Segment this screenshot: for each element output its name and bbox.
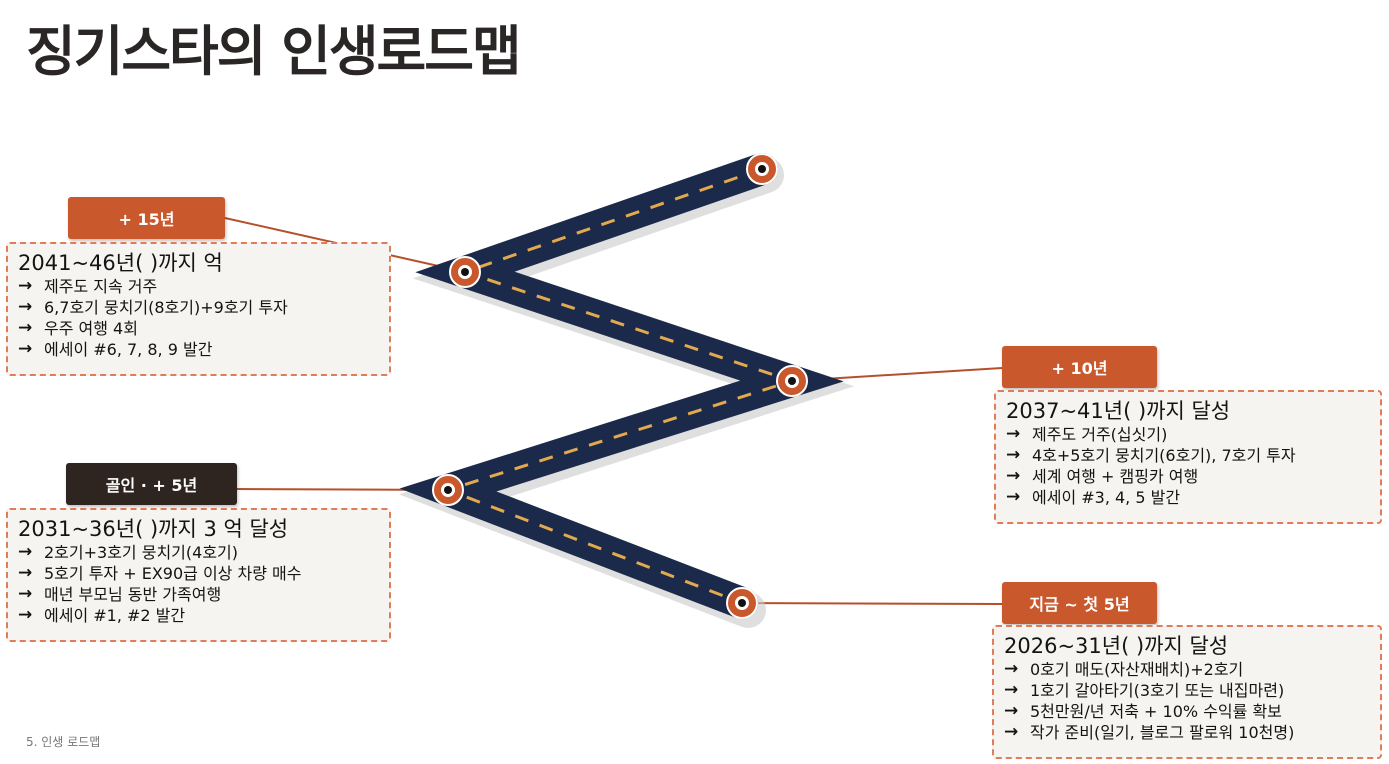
arrow-right-icon: →	[18, 339, 33, 359]
stage-header: 2041~46년( )까지 억	[18, 251, 223, 275]
arrow-right-icon: →	[1004, 659, 1019, 679]
milestone-node-15	[449, 256, 481, 288]
list-item: →5천만원/년 저축 + 10% 수익률 확보	[1004, 701, 1282, 721]
arrow-right-icon: →	[18, 276, 33, 296]
list-item: →5호기 투자 + EX90급 이상 차량 매수	[18, 563, 302, 583]
stage-card-15: 2041~46년( )까지 억 →제주도 지속 거주 →6,7호기 뭉치기(8호…	[6, 242, 391, 376]
milestone-node-top	[746, 153, 778, 185]
footer-caption: 5. 인생 로드맵	[26, 735, 101, 749]
list-item: →에세이 #1, #2 발간	[18, 605, 186, 625]
list-item: →매년 부모님 동반 가족여행	[18, 584, 222, 604]
stage-header: 2037~41년( )까지 달성	[1006, 399, 1231, 423]
stage-tag-5: 골인 · + 5년	[66, 463, 237, 505]
arrow-right-icon: →	[18, 584, 33, 604]
stage-header: 2026~31년( )까지 달성	[1004, 634, 1229, 658]
arrow-right-icon: →	[18, 563, 33, 583]
milestone-node-5	[432, 474, 464, 506]
stage-tag-15: + 15년	[68, 197, 225, 239]
arrow-right-icon: →	[1006, 487, 1021, 507]
stage-card-now: 2026~31년( )까지 달성 →0호기 매도(자산재배치)+2호기 →1호기…	[992, 625, 1382, 759]
list-item: →4호+5호기 뭉치기(6호기), 7호기 투자	[1006, 445, 1296, 465]
milestone-node-10	[776, 365, 808, 397]
arrow-right-icon: →	[18, 297, 33, 317]
list-item: →2호기+3호기 뭉치기(4호기)	[18, 542, 238, 562]
list-item: →6,7호기 뭉치기(8호기)+9호기 투자	[18, 297, 288, 317]
stage-tag-now: 지금 ~ 첫 5년	[1002, 582, 1157, 624]
road-body	[399, 153, 844, 619]
arrow-right-icon: →	[1004, 701, 1019, 721]
arrow-right-icon: →	[1004, 722, 1019, 742]
list-item: →작가 준비(일기, 블로그 팔로워 10천명)	[1004, 722, 1295, 742]
list-item: →에세이 #6, 7, 8, 9 발간	[18, 339, 213, 359]
arrow-right-icon: →	[18, 542, 33, 562]
stage-card-5: 2031~36년( )까지 3 억 달성 →2호기+3호기 뭉치기(4호기) →…	[6, 508, 391, 642]
arrow-right-icon: →	[1006, 466, 1021, 486]
list-item: →에세이 #3, 4, 5 발간	[1006, 487, 1181, 507]
arrow-right-icon: →	[1006, 424, 1021, 444]
connector-line-now	[741, 602, 1003, 605]
list-item: →제주도 지속 거주	[18, 276, 158, 296]
arrow-right-icon: →	[1004, 680, 1019, 700]
list-item: →0호기 매도(자산재배치)+2호기	[1004, 659, 1244, 679]
stage-header: 2031~36년( )까지 3 억 달성	[18, 517, 289, 541]
milestone-node-now	[726, 587, 758, 619]
page-title: 징기스타의 인생로드맵	[26, 20, 522, 83]
list-item: →우주 여행 4회	[18, 318, 138, 338]
arrow-right-icon: →	[18, 318, 33, 338]
list-item: →세계 여행 + 캠핑카 여행	[1006, 466, 1199, 486]
arrow-right-icon: →	[18, 605, 33, 625]
list-item: →1호기 갈아타기(3호기 또는 내집마련)	[1004, 680, 1285, 700]
stage-card-10: 2037~41년( )까지 달성 →제주도 거주(십싯기) →4호+5호기 뭉치…	[994, 390, 1382, 524]
list-item: →제주도 거주(십싯기)	[1006, 424, 1168, 444]
arrow-right-icon: →	[1006, 445, 1021, 465]
stage-tag-10: + 10년	[1002, 346, 1157, 388]
